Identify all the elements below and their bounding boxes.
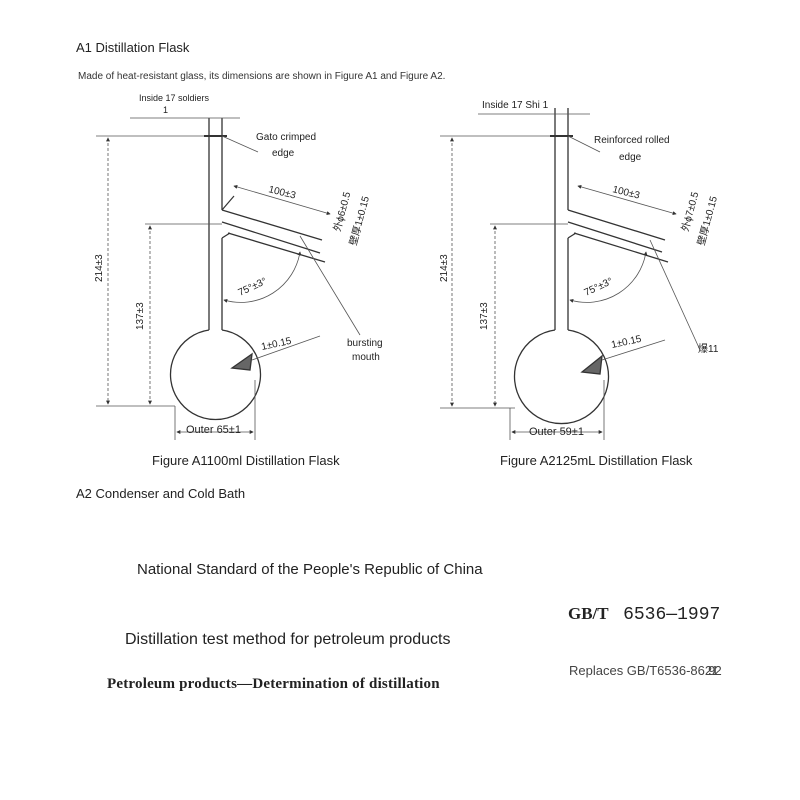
- standard-code-number: 6536—1997: [623, 605, 721, 625]
- a1-bulb-wall-dim: 1±0.15: [260, 336, 293, 353]
- figure-a2-drawing: [513, 108, 669, 425]
- a1-height-arm-dim: 137±3: [135, 302, 146, 330]
- a1-edge-label-line1: Gato crimped: [256, 132, 316, 143]
- a1-edge-label-line2: edge: [272, 148, 295, 159]
- standard-code-prefix: GB/T: [568, 604, 609, 623]
- a1-height-total-dim: 214±3: [94, 254, 105, 282]
- a2-height-total-dim: 214±3: [439, 254, 450, 282]
- a2-outer-dim: Outer 59±1: [529, 426, 584, 438]
- standard-header: National Standard of the People's Republ…: [137, 561, 483, 578]
- section-a2-title: A2 Condenser and Cold Bath: [76, 486, 246, 501]
- section-a1-title: A1 Distillation Flask: [76, 40, 190, 55]
- standard-code: GB/T 6536—1997: [568, 604, 720, 625]
- a1-mouth-label-line2: mouth: [352, 352, 380, 363]
- a1-outer-tube-dim: 外ϕ6±0.5: [331, 190, 353, 233]
- a2-mouth-label: 爆11: [698, 343, 719, 355]
- figure-a1-drawing: [169, 118, 326, 421]
- a2-outer-tube-dim: 外ϕ7±0.5: [679, 190, 701, 233]
- replaces-overlap-text: 2912: [704, 663, 722, 678]
- section-a1-note: Made of heat-resistant glass, its dimens…: [78, 71, 446, 82]
- a2-height-arm-dim: 137±3: [479, 302, 490, 330]
- title-english: Petroleum products—Determination of dist…: [107, 676, 440, 692]
- flask-figures: Inside 17 soldiers 1 Gato crimped edge 1…: [94, 93, 720, 440]
- figure-a2-caption: Figure A2125mL Distillation Flask: [500, 453, 693, 468]
- a1-inside-num-label: 1: [163, 105, 168, 115]
- replaces-note: Replaces GB/T6536-862912: [569, 663, 722, 678]
- figure-a1-caption: Figure A1100ml Distillation Flask: [152, 453, 340, 468]
- a1-arm-dim: 100±3: [267, 184, 297, 201]
- a2-arm-dim: 100±3: [611, 184, 641, 201]
- a1-angle-dim: 75°±3°: [237, 276, 269, 299]
- a1-outer-dim: Outer 65±1: [186, 424, 241, 436]
- a2-inside-top-label: Inside 17 Shi 1: [482, 100, 549, 111]
- replaces-text: Replaces GB/T6536-86: [569, 663, 705, 678]
- a1-mouth-label-line1: bursting: [347, 338, 383, 349]
- a2-edge-label-line2: edge: [619, 152, 642, 163]
- a2-angle-dim: 75°±3°: [583, 276, 615, 299]
- a1-inside-top-label: Inside 17 soldiers: [139, 93, 210, 103]
- a2-edge-label-line1: Reinforced rolled: [594, 135, 670, 146]
- title-translated: Distillation test method for petroleum p…: [125, 631, 451, 648]
